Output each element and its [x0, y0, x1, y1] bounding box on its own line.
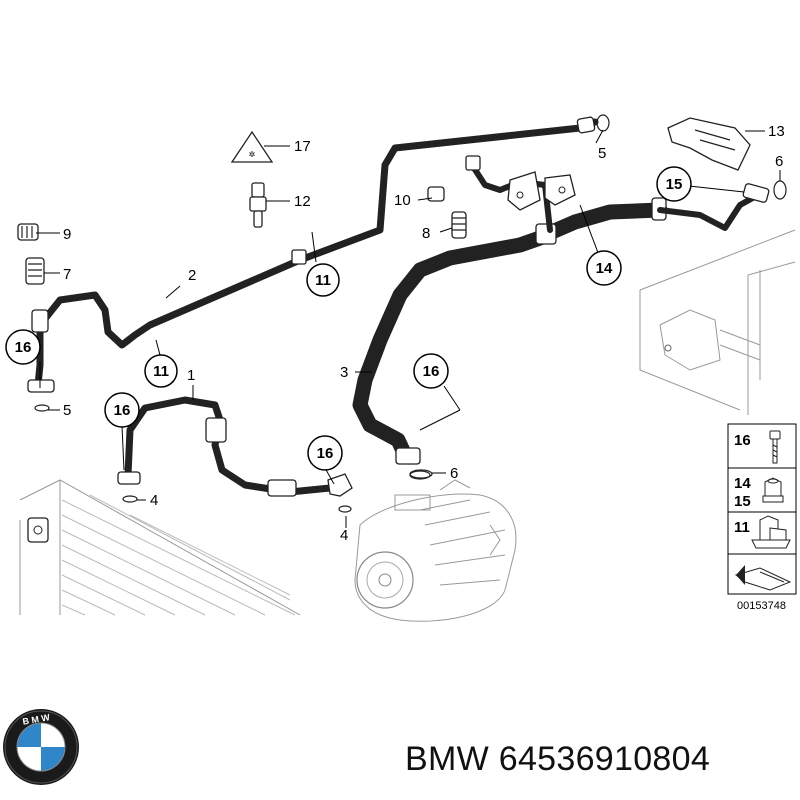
- circle-14-label: 14: [596, 260, 613, 277]
- part-9-cap: [17, 223, 39, 241]
- callout-2: 2: [188, 267, 196, 284]
- diagram-code: 00153748: [737, 600, 786, 612]
- hose-1: [117, 396, 353, 513]
- circle-11-lower: [144, 354, 178, 388]
- part-8-valve: [451, 211, 467, 239]
- callout-10: 10: [394, 192, 411, 209]
- callout-6-top: 6: [775, 153, 783, 170]
- direction-arrow-icon: [734, 565, 792, 591]
- circle-11-upper: [306, 263, 340, 297]
- circle-16-hose1-label: 16: [114, 402, 131, 419]
- callout-12: 12: [294, 193, 311, 210]
- circle-16-hose3: [413, 353, 449, 389]
- part-13-bracket: [667, 117, 751, 171]
- clip-nut-icon: [751, 515, 791, 549]
- callout-5-left: 5: [63, 402, 71, 419]
- callout-3: 3: [340, 364, 348, 381]
- part-number-caption: BMW 64536910804: [405, 740, 711, 778]
- circle-11-upper-label: 11: [315, 272, 331, 289]
- part-7-valve: [25, 257, 45, 285]
- circle-16-left-label: 16: [15, 339, 32, 356]
- callout-9: 9: [63, 226, 71, 243]
- nut-icon: [762, 477, 784, 503]
- callout-numbers: 17 12 9 7 10 8 13 5 6 2 1 3 5 4 6 4: [63, 123, 785, 544]
- circle-16-left: [5, 329, 41, 365]
- circle-14: [586, 250, 622, 286]
- fastener-legend: 16 14 15 11 00153748: [727, 423, 797, 612]
- bolt-icon: [769, 430, 781, 464]
- circle-11-lower-label: 11: [153, 363, 169, 380]
- svg-text:✲: ✲: [249, 150, 256, 159]
- callout-5-top: 5: [598, 145, 606, 162]
- callout-4-compressor: 4: [340, 527, 348, 544]
- circle-15: [656, 166, 692, 202]
- circle-16-hose1: [104, 392, 140, 428]
- legend-label-11: 11: [734, 519, 750, 536]
- callout-13: 13: [768, 123, 785, 140]
- bmw-logo: B M W: [3, 709, 79, 785]
- part-12-pressure-sensor: [249, 182, 267, 228]
- hose-2: [36, 116, 599, 349]
- part-17-warning-label: ✲: [230, 130, 274, 163]
- ac-compressor: [354, 479, 517, 622]
- circle-16-compressor-label: 16: [317, 445, 334, 462]
- callout-1: 1: [187, 367, 195, 384]
- part-10-cap: [427, 186, 445, 202]
- legend-label-14: 14: [734, 475, 751, 492]
- part-6-oring-compressor: [409, 469, 433, 479]
- legend-label-16: 16: [734, 432, 751, 449]
- expansion-valve-lines: [465, 155, 576, 233]
- condenser: [19, 479, 301, 616]
- callout-8: 8: [422, 225, 430, 242]
- callout-7: 7: [63, 266, 71, 283]
- callout-17: 17: [294, 138, 311, 155]
- hose-3: [352, 197, 668, 480]
- part-5-oring-top: [596, 114, 610, 132]
- circle-16-compressor: [307, 435, 343, 471]
- circle-15-label: 15: [666, 176, 683, 193]
- callout-6-compressor: 6: [450, 465, 458, 482]
- circle-16-hose3-label: 16: [423, 363, 440, 380]
- callout-4-left: 4: [150, 492, 158, 509]
- svg-text:B M W: B M W: [22, 712, 51, 727]
- legend-label-15: 15: [734, 493, 751, 510]
- hose-left-fitting: [27, 309, 55, 412]
- circled-callouts: 11 11 14 15 16 16 16 16: [5, 166, 692, 471]
- bracket-detail: [639, 229, 796, 415]
